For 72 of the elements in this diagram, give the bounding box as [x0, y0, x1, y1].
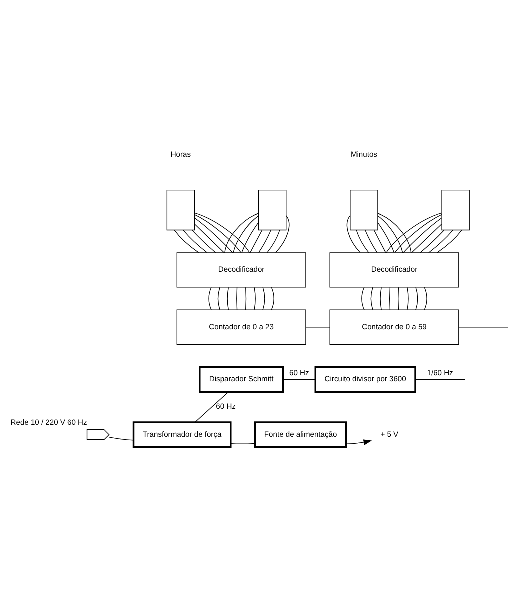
connector: [227, 287, 230, 310]
node-box: Decodificador: [176, 252, 306, 288]
connector: [236, 287, 238, 310]
connector: [378, 213, 412, 254]
node-display: [350, 190, 378, 231]
connector: [370, 287, 374, 310]
connector: [192, 230, 216, 254]
connector: [386, 212, 442, 254]
connector: [306, 327, 330, 328]
edge-label: 60 Hz: [290, 368, 310, 378]
node-box: Contador de 0 a 23: [176, 310, 306, 345]
connector: [194, 212, 250, 254]
label: Horas: [170, 150, 192, 160]
connector: [250, 230, 263, 254]
node-box: Disparador Schmitt: [199, 366, 284, 393]
node-box: Fonte de alimentação: [254, 422, 348, 448]
edge-label: 1/60 Hz: [427, 368, 454, 378]
connector: [374, 230, 386, 254]
connector: [246, 287, 247, 310]
connector: [365, 230, 378, 254]
connector: [362, 287, 365, 310]
connector: [380, 287, 382, 310]
connector: [233, 216, 260, 254]
connector: [208, 287, 212, 310]
connector: [378, 216, 404, 254]
connector: [174, 230, 200, 254]
connector: [183, 230, 208, 254]
node-label: Rede 10 / 220 V 60 Hz: [10, 418, 88, 428]
label: Minutos: [350, 150, 378, 160]
node-display: [166, 190, 196, 231]
connector: [398, 287, 400, 310]
node-display: [258, 190, 287, 231]
connector: [258, 230, 272, 254]
connector: [195, 392, 229, 423]
connector: [230, 443, 256, 444]
node-text: + 5 V: [380, 430, 399, 439]
connector: [378, 222, 395, 254]
connector: [416, 287, 418, 310]
connector: [415, 379, 466, 380]
node-box: Contador de 0 a 59: [330, 310, 460, 345]
connector: [276, 216, 290, 254]
connector: [194, 214, 242, 254]
connector: [412, 224, 442, 254]
connector: [283, 379, 316, 380]
connector: [394, 214, 442, 254]
connector: [390, 287, 391, 310]
node-box: Circuito divisor por 3600: [314, 366, 416, 393]
node-box: Decodificador: [330, 252, 460, 288]
connector: [403, 218, 442, 254]
connector: [346, 216, 361, 254]
connector: [458, 327, 509, 328]
edge-label: 60 Hz: [216, 402, 236, 412]
connector: [194, 224, 225, 254]
connector: [224, 213, 259, 254]
node-display: [442, 190, 470, 231]
connector: [267, 230, 280, 254]
connector: [194, 218, 234, 254]
connector: [407, 287, 409, 310]
arrow: [346, 440, 372, 446]
node-box: Transformador de força: [132, 422, 232, 448]
connector: [424, 287, 428, 310]
connector: [242, 222, 259, 254]
connector: [420, 230, 445, 254]
connector: [109, 437, 134, 441]
connector: [262, 287, 266, 310]
connector: [218, 287, 220, 310]
node-plug: [86, 429, 110, 440]
connector: [437, 230, 462, 254]
connector: [356, 230, 370, 254]
connector: [428, 230, 454, 254]
connector: [271, 287, 274, 310]
connector: [254, 287, 256, 310]
